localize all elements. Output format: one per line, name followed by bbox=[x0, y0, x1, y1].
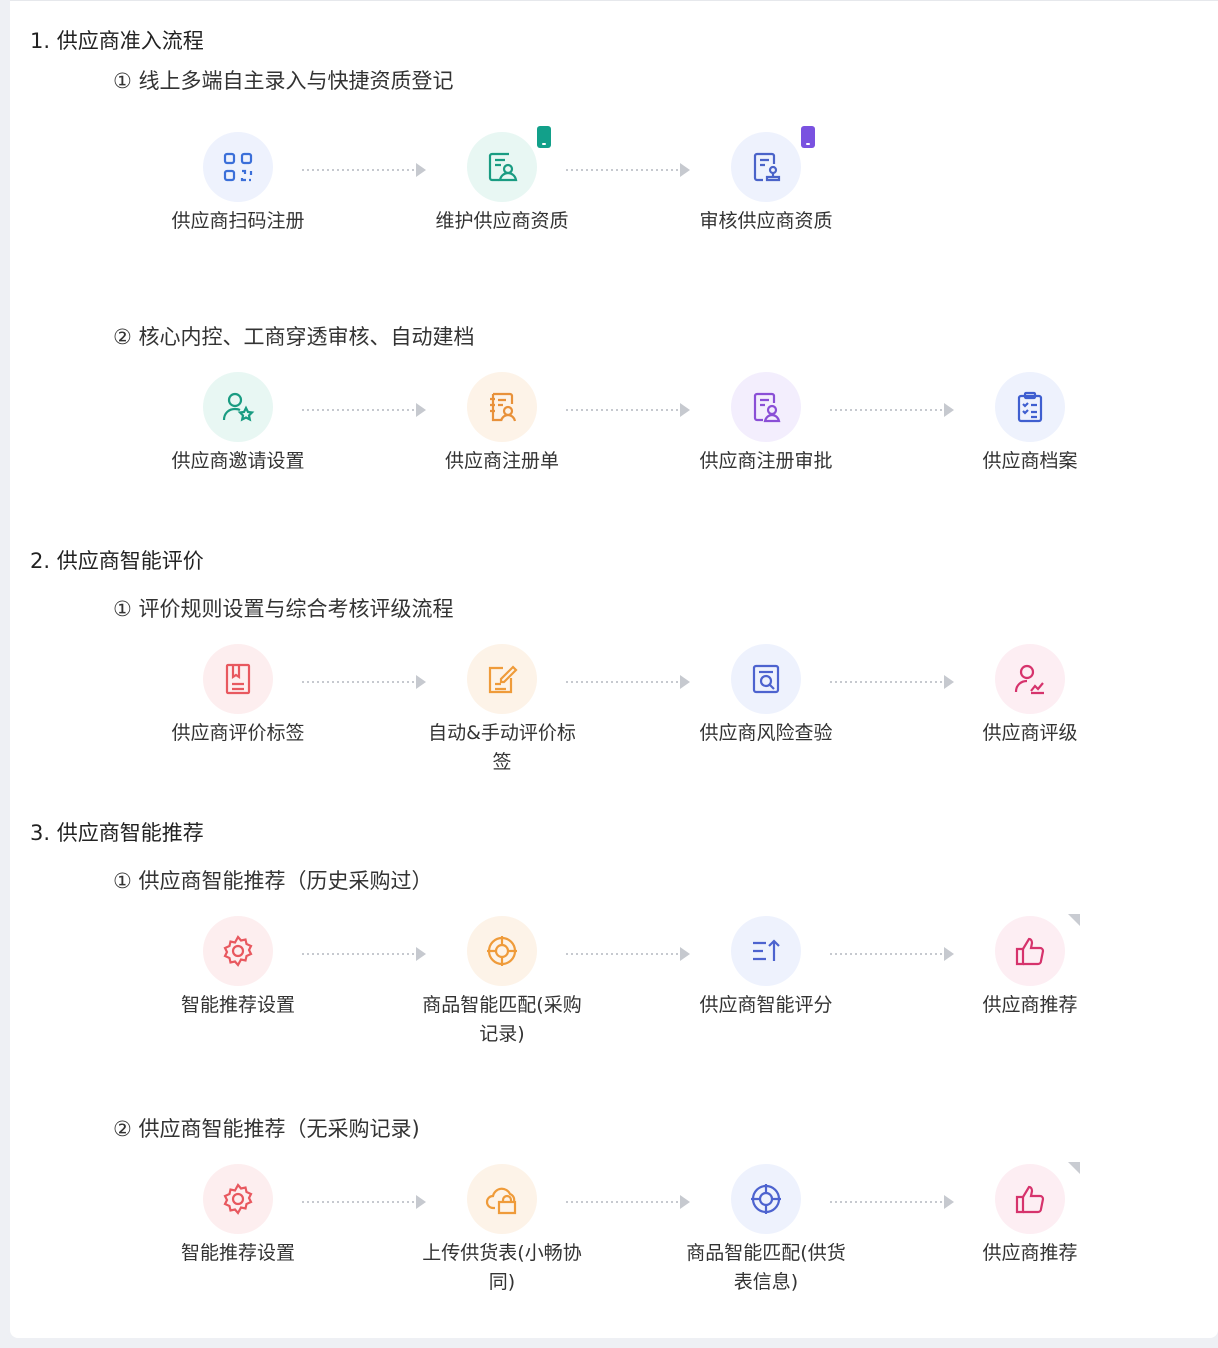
subsection-title-online-entry: ① 线上多端自主录入与快捷资质登记 bbox=[113, 69, 454, 93]
clipboard-list-icon bbox=[995, 372, 1065, 442]
step-label: 上传供货表(小畅协同) bbox=[422, 1242, 582, 1293]
flow-arrow bbox=[566, 163, 690, 177]
mobile-icon bbox=[801, 126, 815, 148]
cloud-bag-icon bbox=[467, 1164, 537, 1234]
thumbs-up-icon bbox=[995, 916, 1065, 986]
section-title-evaluation: 2. 供应商智能评价 bbox=[30, 549, 204, 573]
step-label: 供应商注册单 bbox=[444, 450, 559, 472]
step-label: 供应商评价标签 bbox=[171, 722, 305, 744]
flow-row-internal-control: 供应商邀请设置 供应商注册单 bbox=[10, 372, 1218, 532]
section-title-admission: 1. 供应商准入流程 bbox=[30, 29, 204, 53]
step-label: 供应商注册审批 bbox=[699, 450, 833, 472]
edit-document-icon bbox=[467, 644, 537, 714]
subsection-title-internal-control: ② 核心内控、工商穿透审核、自动建档 bbox=[113, 325, 475, 349]
subsection-title-evaluation-rules: ① 评价规则设置与综合考核评级流程 bbox=[113, 597, 454, 621]
user-chart-icon bbox=[995, 644, 1065, 714]
step-label: 供应商邀请设置 bbox=[171, 450, 305, 472]
thumbs-up-icon bbox=[995, 1164, 1065, 1234]
step-label: 自动&手动评价标签 bbox=[428, 722, 576, 773]
flow-row-evaluation: 供应商评价标签 自动&手动评价标签 供应商风险 bbox=[10, 644, 1218, 804]
step-label: 供应商推荐 bbox=[982, 994, 1078, 1016]
flow-arrow bbox=[566, 675, 690, 689]
user-star-icon bbox=[203, 372, 273, 442]
flow-arrow bbox=[566, 947, 690, 961]
document-user-icon bbox=[731, 372, 801, 442]
target-icon bbox=[731, 1164, 801, 1234]
document-user-icon bbox=[467, 132, 537, 202]
flow-arrow bbox=[302, 403, 426, 417]
step-label: 供应商档案 bbox=[982, 450, 1078, 472]
flow-row-history: 智能推荐设置 商品智能匹配(采购记录) 供应商智能评分 bbox=[10, 914, 1218, 1076]
step-label: 智能推荐设置 bbox=[180, 1242, 295, 1264]
document-stamp-icon bbox=[731, 132, 801, 202]
book-tag-icon bbox=[203, 644, 273, 714]
flow-arrow bbox=[566, 403, 690, 417]
step-label: 供应商扫码注册 bbox=[171, 210, 305, 232]
gear-icon bbox=[203, 1164, 273, 1234]
step-label: 供应商智能评分 bbox=[699, 994, 833, 1016]
flow-arrow bbox=[830, 1195, 954, 1209]
step-label: 商品智能匹配(供货表信息) bbox=[686, 1242, 846, 1293]
sort-up-icon bbox=[731, 916, 801, 986]
document-search-icon bbox=[731, 644, 801, 714]
qr-code-icon bbox=[203, 132, 273, 202]
step-label: 供应商推荐 bbox=[982, 1242, 1078, 1264]
subsection-title-no-records: ② 供应商智能推荐（无采购记录) bbox=[113, 1117, 420, 1141]
flow-arrow bbox=[830, 675, 954, 689]
target-icon bbox=[467, 916, 537, 986]
flow-arrow bbox=[302, 675, 426, 689]
flow-arrow bbox=[302, 1195, 426, 1209]
process-card: 1. 供应商准入流程 ① 线上多端自主录入与快捷资质登记 供应商扫码注册 bbox=[10, 0, 1218, 1338]
corner-marker bbox=[1068, 1162, 1080, 1174]
flow-arrow bbox=[302, 163, 426, 177]
mobile-icon bbox=[537, 126, 551, 148]
step-label: 智能推荐设置 bbox=[180, 994, 295, 1016]
step-label: 审核供应商资质 bbox=[699, 210, 833, 232]
step-label: 供应商评级 bbox=[982, 722, 1078, 744]
flow-arrow bbox=[566, 1195, 690, 1209]
corner-marker bbox=[1068, 914, 1080, 926]
gear-icon bbox=[203, 916, 273, 986]
flow-arrow bbox=[302, 947, 426, 961]
section-title-recommendation: 3. 供应商智能推荐 bbox=[30, 821, 204, 845]
flow-row-online-entry: 供应商扫码注册 维护供应商资质 bbox=[10, 126, 1218, 292]
flow-row-no-records: 智能推荐设置 上传供货表(小畅协同) 商品智能 bbox=[10, 1162, 1218, 1324]
step-label: 商品智能匹配(采购记录) bbox=[422, 994, 582, 1045]
subsection-title-history: ① 供应商智能推荐（历史采购过） bbox=[113, 869, 433, 893]
flow-arrow bbox=[830, 403, 954, 417]
flow-arrow bbox=[830, 947, 954, 961]
notebook-user-icon bbox=[467, 372, 537, 442]
step-label: 维护供应商资质 bbox=[435, 210, 569, 232]
step-label: 供应商风险查验 bbox=[699, 722, 833, 744]
